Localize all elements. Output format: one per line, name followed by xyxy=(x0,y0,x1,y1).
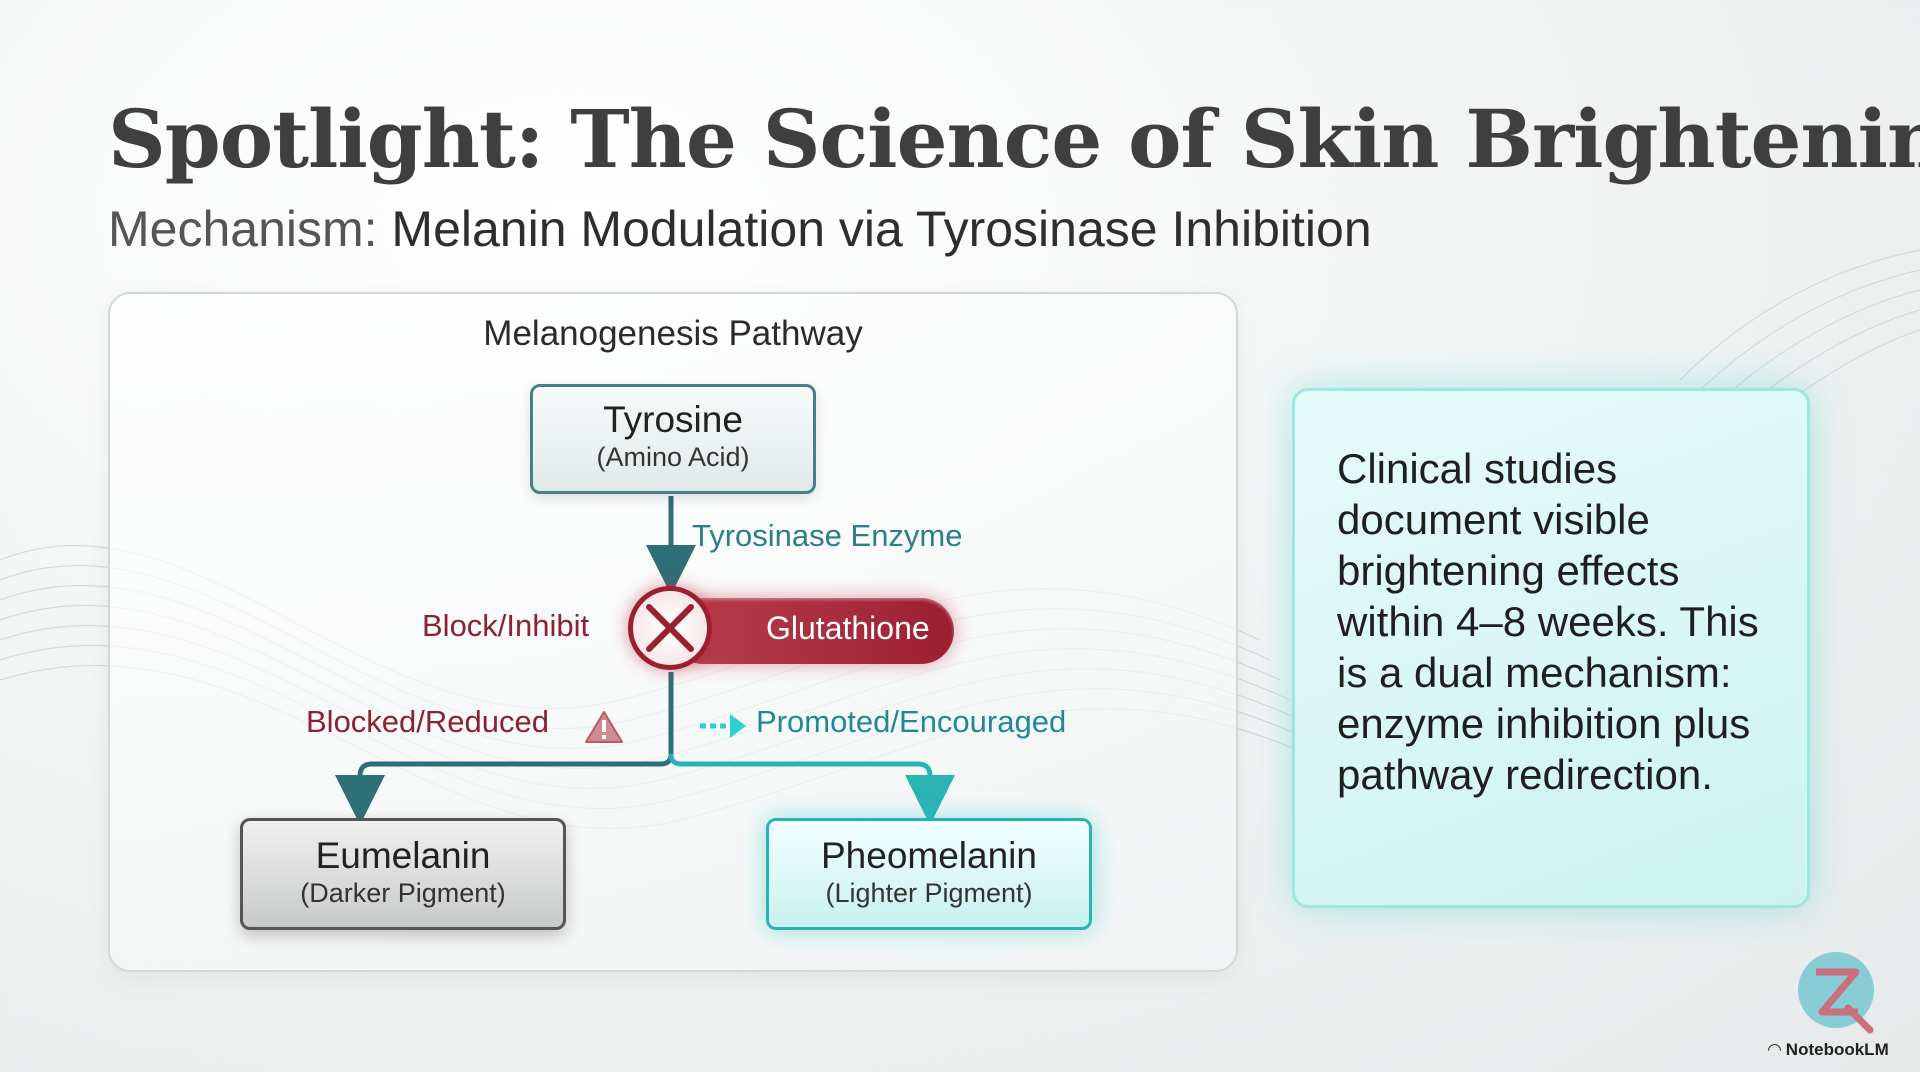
inhibit-x-icon xyxy=(628,586,712,670)
node-tyrosine-sub: (Amino Acid) xyxy=(596,441,750,472)
pathway-panel: Melanogenesis Pathway Tyrosine (Amino Ac… xyxy=(108,292,1238,972)
promoted-arrow-icon xyxy=(700,714,746,738)
node-pheomelanin: Pheomelanin (Lighter Pigment) xyxy=(766,818,1092,930)
node-pheomelanin-sub: (Lighter Pigment) xyxy=(825,877,1033,908)
glutathione-label: Glutathione xyxy=(766,610,930,646)
block-inhibit-label: Block/Inhibit xyxy=(422,608,590,643)
logo-icon xyxy=(1798,952,1874,1034)
page-subtitle: Mechanism: Melanin Modulation via Tyrosi… xyxy=(108,200,1372,258)
node-tyrosine-name: Tyrosine xyxy=(603,399,743,440)
brand-label: ◠ NotebookLM xyxy=(1768,1040,1889,1060)
arrow-right-branch xyxy=(668,753,955,825)
node-eumelanin-sub: (Darker Pigment) xyxy=(300,877,506,908)
node-pheomelanin-name: Pheomelanin xyxy=(821,835,1037,876)
pathway-title: Melanogenesis Pathway xyxy=(483,314,863,353)
notebooklm-icon: ◠ xyxy=(1768,1040,1786,1059)
brand-name: NotebookLM xyxy=(1785,1040,1889,1059)
blocked-reduced-label: Blocked/Reduced xyxy=(306,704,549,739)
clinical-card: Clinical studies document visible bright… xyxy=(1292,388,1810,908)
arrow-left-branch xyxy=(335,753,674,825)
pathway-arrows xyxy=(335,496,955,825)
clinical-card-text: Clinical studies document visible bright… xyxy=(1337,445,1759,798)
page-title: Spotlight: The Science of Skin Brighteni… xyxy=(108,92,1920,186)
promoted-encouraged-label: Promoted/Encouraged xyxy=(756,704,1067,739)
subtitle-rest: Melanin Modulation via Tyrosinase Inhibi… xyxy=(377,201,1372,257)
enzyme-label: Tyrosinase Enzyme xyxy=(692,518,963,553)
warning-icon xyxy=(585,711,623,743)
glutathione-pill: Glutathione xyxy=(670,598,954,664)
node-tyrosine: Tyrosine (Amino Acid) xyxy=(530,384,816,494)
node-eumelanin: Eumelanin (Darker Pigment) xyxy=(240,818,566,930)
subtitle-lead: Mechanism: xyxy=(108,201,378,257)
node-eumelanin-name: Eumelanin xyxy=(315,835,491,876)
